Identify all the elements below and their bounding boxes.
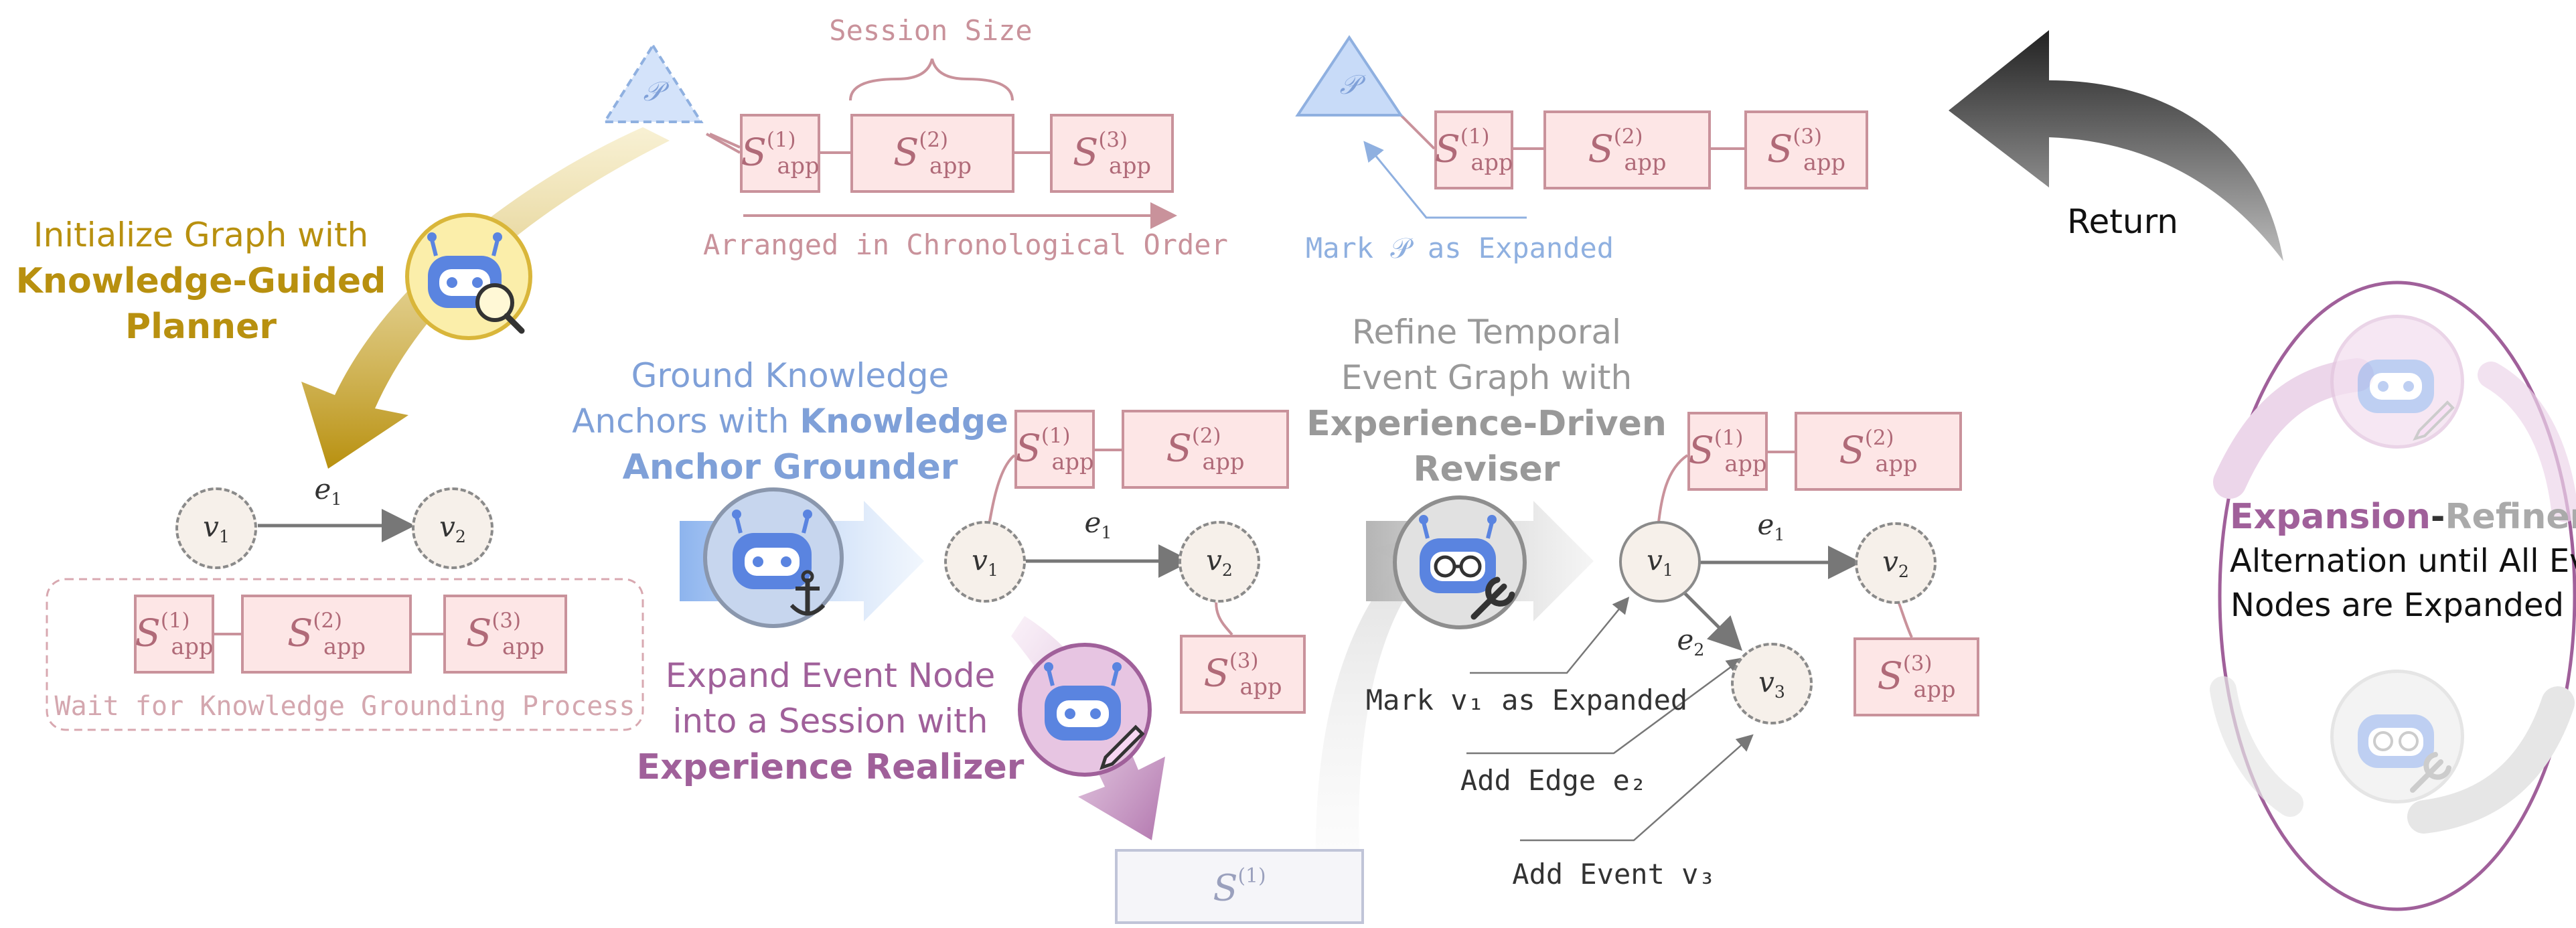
reviser-title-line4: Reviser: [1413, 449, 1560, 489]
session-box-1: S(1)app: [740, 114, 820, 193]
return-arrow: [1949, 30, 2283, 261]
planner-title-line3: Planner: [125, 307, 277, 347]
mid-node-v2: v2: [1179, 521, 1260, 603]
planner-title-line1: Initialize Graph with: [33, 216, 369, 254]
left-edge-e1: e1: [314, 473, 342, 509]
reviser-title-line1: Refine Temporal: [1351, 313, 1622, 352]
planner-robot-badge: [405, 213, 532, 340]
grounder-title-line2: Anchors with Knowledge: [572, 402, 1008, 441]
wait-label: Wait for Knowledge Grounding Process: [54, 691, 635, 722]
wait-session-box-3: S(3)app: [443, 595, 567, 674]
realizer-title-line2: into a Session with: [672, 702, 988, 741]
planner-triangle-solid: [1295, 35, 1404, 117]
top-right-session-box-3: S(3)app: [1744, 110, 1868, 189]
reviser-title-line3: Experience-Driven: [1306, 404, 1667, 444]
grounder-title-line3: Anchor Grounder: [622, 447, 958, 487]
wait-session-box-1: S(1)app: [134, 595, 214, 674]
wait-session-box-2: S(2)app: [241, 595, 412, 674]
planner-symbol-solid: 𝒫: [1339, 70, 1359, 100]
realizer-robot-badge: [1018, 643, 1152, 777]
mid-session-box-1: S(1)app: [1014, 410, 1095, 489]
output-session-box: S(1): [1115, 849, 1364, 924]
realizer-title-line3: Experience Realizer: [636, 747, 1025, 787]
reviser-robot-badge: [1393, 495, 1527, 629]
mid-edge-e1: e1: [1084, 506, 1112, 542]
return-label: Return: [2067, 202, 2178, 241]
mark-p-label: Mark 𝒫 as Expanded: [1305, 232, 1614, 264]
reviser-title-line2: Event Graph with: [1341, 358, 1633, 397]
robot-anchor-icon: [732, 510, 826, 616]
reviser-input-arrow: [1316, 526, 1453, 850]
loop-title-line1: Expansion-Refinement: [2230, 497, 2576, 537]
right-session-box-2: S(2)app: [1795, 412, 1962, 491]
faded-robot-pencil-icon: [2358, 360, 2455, 441]
robot-magnifier-icon: [427, 232, 525, 334]
loop-circle: [2218, 281, 2576, 911]
arranged-label: Arranged in Chronological Order: [703, 228, 1228, 261]
robot-pencil-icon: [1044, 662, 1145, 770]
loop-reviser-robot: [2330, 670, 2464, 803]
left-node-v1: v1: [175, 487, 257, 569]
right-session-box-1: S(1)app: [1687, 412, 1768, 491]
robot-wrench-icon: [1419, 515, 1515, 620]
left-node-v2: v2: [412, 487, 494, 569]
planner-triangle-dashed: [602, 43, 704, 123]
grounder-title-line1: Ground Knowledge: [631, 356, 950, 395]
top-right-session-box-1: S(1)app: [1434, 110, 1513, 189]
right-node-v3: v3: [1731, 643, 1813, 724]
mid-session-box-2: S(2)app: [1122, 410, 1289, 489]
right-session-box-3: S(3)app: [1853, 637, 1979, 716]
loop-realizer-robot: [2330, 315, 2464, 449]
mid-node-v1: v1: [944, 521, 1026, 603]
planner-symbol-dashed: 𝒫: [643, 76, 663, 107]
top-right-session-box-2: S(2)app: [1543, 110, 1711, 189]
session-box-2: S(2)app: [850, 114, 1014, 193]
right-node-v2: v2: [1855, 522, 1937, 604]
planner-title-line2: Knowledge-Guided: [15, 261, 386, 301]
loop-title-line3: Nodes are Expanded: [2230, 587, 2564, 624]
add-edge-label: Add Edge e₂: [1460, 764, 1647, 797]
loop-title-line2: Alternation until All Event: [2230, 542, 2576, 580]
planner-flow-arrow: [301, 127, 670, 469]
mid-session-box-3: S(3)app: [1180, 635, 1306, 714]
realizer-title-line1: Expand Event Node: [665, 656, 996, 695]
faded-robot-wrench-icon: [2358, 714, 2451, 793]
mark-v1-label: Mark v₁ as Expanded: [1365, 684, 1688, 716]
add-event-label: Add Event v₃: [1512, 858, 1716, 891]
right-edge-e2: e2: [1677, 623, 1705, 660]
session-box-3: S(3)app: [1050, 114, 1174, 193]
session-size-label: Session Size: [829, 14, 1033, 47]
grounder-robot-badge: [703, 487, 844, 628]
right-node-v1: v1: [1619, 521, 1701, 603]
right-edge-e1: e1: [1757, 508, 1785, 544]
